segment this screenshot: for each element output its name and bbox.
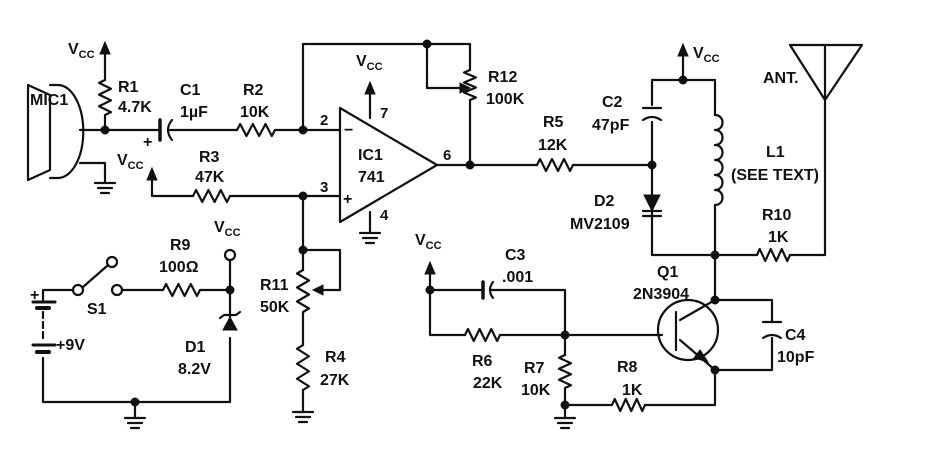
r12-value: 100K <box>486 91 525 108</box>
l1-value: (SEE TEXT) <box>731 167 819 184</box>
d1-value: 8.2V <box>178 361 211 378</box>
r2-resistor <box>235 122 277 138</box>
r8-resistor <box>610 397 647 413</box>
battery <box>31 300 57 354</box>
r10-ref: R10 <box>762 207 791 224</box>
r10-resistor <box>755 247 792 263</box>
r9-value: 100Ω <box>159 259 199 276</box>
d1-zener-diode <box>218 310 242 331</box>
c2-value: 47pF <box>592 117 630 134</box>
r8-value: 1K <box>622 382 643 399</box>
r5-ref: R5 <box>543 114 564 131</box>
labels: VCC VCC VCC VCC VCC VCC MIC1 R1 4.7K C1 … <box>30 41 819 399</box>
vcc-label: VCC <box>415 232 442 252</box>
r5-value: 12K <box>538 137 568 154</box>
r6-value: 22K <box>473 375 503 392</box>
vcc-label: VCC <box>214 219 241 239</box>
r4-value: 27K <box>320 372 350 389</box>
r2-value: 10K <box>240 104 270 121</box>
battery-polarity: + <box>30 287 39 304</box>
junction-dots <box>100 39 720 410</box>
c4-capacitor <box>761 320 783 340</box>
r6-resistor <box>463 327 502 343</box>
r3-resistor <box>191 188 232 204</box>
c3-ref: C3 <box>505 247 526 264</box>
d2-varactor-diode <box>641 194 663 218</box>
noninverting-sign: + <box>343 191 352 208</box>
pin-2: 2 <box>320 112 328 129</box>
s1-switch[interactable] <box>71 255 124 297</box>
inverting-sign: − <box>344 122 353 139</box>
vcc-label: VCC <box>68 41 95 61</box>
ic1-ref: IC1 <box>358 147 383 164</box>
microphone-mic1 <box>26 83 85 182</box>
r1-ref: R1 <box>118 79 139 96</box>
vcc-terminal <box>223 248 237 262</box>
d2-value: MV2109 <box>570 216 630 233</box>
r7-resistor <box>557 353 573 390</box>
l1-inductor <box>713 113 724 212</box>
r4-ref: R4 <box>325 349 346 366</box>
r1-value: 4.7K <box>118 99 152 116</box>
mic1-label: MIC1 <box>30 92 68 109</box>
s1-label: S1 <box>87 301 107 318</box>
r8-ref: R8 <box>617 359 638 376</box>
r2-ref: R2 <box>243 82 264 99</box>
r3-value: 47K <box>195 169 225 186</box>
q1-value: 2N3904 <box>633 286 689 303</box>
c1-polarity: + <box>143 134 152 151</box>
c3-value: .001 <box>502 269 533 286</box>
r9-resistor <box>161 282 202 298</box>
ground-symbols <box>93 181 577 430</box>
antenna-label: ANT. <box>763 70 799 87</box>
r5-resistor <box>535 157 575 173</box>
r4-resistor <box>295 343 311 392</box>
vcc-arrows <box>99 40 689 296</box>
r3-ref: R3 <box>199 149 220 166</box>
d1-ref: D1 <box>185 339 206 356</box>
c4-value: 10pF <box>777 349 815 366</box>
r10-value: 1K <box>768 229 789 246</box>
ic1-opamp <box>338 106 439 224</box>
c3-capacitor <box>481 280 495 300</box>
q1-transistor <box>656 298 720 363</box>
r12-potentiometer <box>462 68 478 102</box>
r7-ref: R7 <box>524 360 545 377</box>
d2-ref: D2 <box>594 193 615 210</box>
r7-value: 10K <box>521 382 551 399</box>
r11-ref: R11 <box>260 277 289 294</box>
r9-ref: R9 <box>170 237 191 254</box>
pin-6: 6 <box>443 147 451 164</box>
c1-value: 1µF <box>180 104 208 121</box>
antenna <box>788 43 864 102</box>
vcc-label: VCC <box>693 45 720 65</box>
c2-capacitor <box>641 106 663 122</box>
r6-ref: R6 <box>472 353 493 370</box>
c1-capacitor <box>158 118 174 142</box>
pin-4: 4 <box>380 207 389 224</box>
l1-ref: L1 <box>766 144 785 161</box>
vcc-label: VCC <box>117 152 144 172</box>
ic1-value: 741 <box>358 169 385 186</box>
pin-7: 7 <box>380 105 388 122</box>
r11-value: 50K <box>260 299 290 316</box>
c4-ref: C4 <box>785 327 806 344</box>
vcc-label: VCC <box>356 53 383 73</box>
c1-ref: C1 <box>180 82 201 99</box>
c2-ref: C2 <box>602 94 623 111</box>
battery-value: +9V <box>56 337 85 354</box>
r1-resistor <box>97 78 113 117</box>
r12-ref: R12 <box>488 69 517 86</box>
q1-ref: Q1 <box>657 264 678 281</box>
r11-potentiometer <box>295 268 311 314</box>
pin-3: 3 <box>320 179 328 196</box>
